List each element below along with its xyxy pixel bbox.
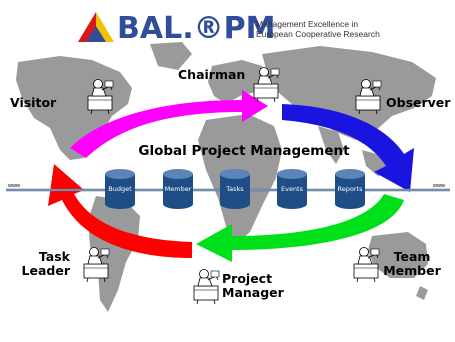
module-cylinder-events: Events [277,169,307,209]
module-cylinder-budget: Budget [105,169,135,209]
role-team-member: Team Member [382,250,442,278]
role-task-leader-line2: Leader [21,263,70,278]
role-task-leader: Task Leader [14,250,70,278]
logo-wordmark: BAL.®PM [117,11,276,46]
logo-tagline-line1: Management Excellence in [256,19,359,29]
logo-triangle-icon [78,12,114,42]
module-label: Budget [108,185,132,193]
role-project-manager-line1: Project [222,271,273,286]
role-team-member-line1: Team [393,249,431,264]
role-project-manager: Project Manager [222,272,284,300]
module-label: Events [281,185,304,193]
module-label: Reports [338,185,364,193]
module-cylinder-tasks: Tasks [220,169,250,209]
cycle-arrows [48,90,414,262]
role-chairman: Chairman [178,67,246,82]
wire-label-left: www [8,183,20,189]
arrow-green [196,194,404,262]
module-label: Tasks [225,185,244,193]
diagram-title: Global Project Management [138,143,350,159]
desk-worker-icon [87,79,114,115]
desk-worker-icon [193,269,220,305]
arrow-magenta [70,90,268,158]
role-observer: Observer [386,95,451,110]
module-cylinders: Budget Member Tasks Events Reports [105,169,365,209]
wire-label-right: www [433,183,445,189]
role-team-member-line2: Member [383,263,441,278]
module-label: Member [165,185,192,193]
desk-worker-icon [83,247,110,283]
arrow-red [48,164,192,258]
desk-worker-icon [353,247,380,283]
module-cylinder-reports: Reports [335,169,365,209]
arrow-blue [282,104,414,192]
role-project-manager-line2: Manager [222,285,284,300]
logo-tagline-line2: European Cooperative Research [256,29,380,39]
desk-worker-icon [253,67,280,103]
logo-tagline: Management Excellence in European Cooper… [256,19,380,39]
role-task-leader-line1: Task [38,249,70,264]
desk-worker-icon [355,79,382,115]
role-figures [83,67,382,305]
role-visitor: Visitor [10,95,57,110]
module-cylinder-member: Member [163,169,193,209]
